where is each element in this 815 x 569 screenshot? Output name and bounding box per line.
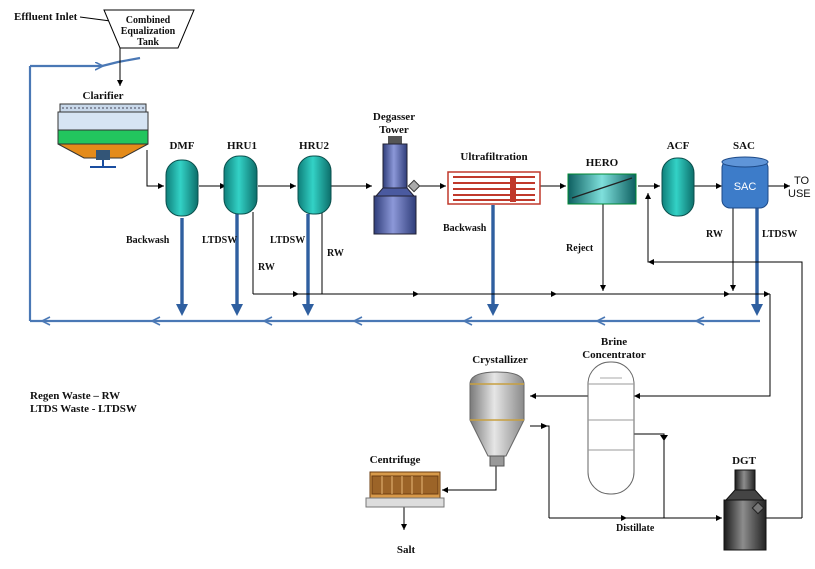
centrifuge — [365, 471, 445, 508]
label-brine-2: Concentrator — [582, 349, 646, 361]
label-salt: Salt — [397, 544, 416, 556]
label-clarifier: Clarifier — [83, 90, 124, 102]
label-hero: HERO — [586, 157, 619, 169]
hru1-vessel — [223, 155, 258, 215]
svg-text:Tank: Tank — [137, 37, 159, 48]
label-ultrafiltration: Ultrafiltration — [460, 151, 527, 163]
label-brine-1: Brine — [601, 336, 627, 348]
label-degasser-1: Degasser — [373, 111, 415, 123]
label-effluent-inlet: Effluent Inlet — [14, 11, 78, 23]
label-rw-hru1: RW — [258, 262, 275, 273]
label-ltdsw-hru1: LTDSW — [202, 235, 237, 246]
brine-concentrator — [587, 361, 635, 495]
label-ltdsw-sac: LTDSW — [762, 229, 797, 240]
legend-ltdsw: LTDS Waste - LTDSW — [30, 403, 137, 415]
label-to: TO — [794, 175, 810, 187]
label-hru2: HRU2 — [299, 140, 329, 152]
dmf-vessel — [165, 159, 199, 217]
clarifier — [57, 103, 149, 168]
label-use: USE — [788, 188, 811, 200]
svg-text:SAC: SAC — [734, 181, 757, 193]
label-dmf: DMF — [169, 140, 194, 152]
label-crystallizer: Crystallizer — [472, 354, 528, 366]
label-rw-hru2: RW — [327, 248, 344, 259]
label-acf: ACF — [667, 140, 690, 152]
svg-text:Combined: Combined — [126, 15, 171, 26]
label-ltdsw-hru2: LTDSW — [270, 235, 305, 246]
equalization-tank: Combined Equalization Tank — [103, 9, 195, 49]
label-reject: Reject — [566, 243, 594, 254]
dgt — [723, 469, 767, 551]
label-rw-sac: RW — [706, 229, 723, 240]
label-backwash-dmf: Backwash — [126, 235, 170, 246]
sac-vessel: SAC — [721, 156, 769, 209]
label-distillate: Distillate — [616, 523, 655, 534]
hero-unit — [567, 173, 637, 205]
degasser-tower — [373, 136, 421, 235]
label-backwash-uf: Backwash — [443, 223, 487, 234]
svg-text:Equalization: Equalization — [121, 26, 176, 37]
process-lines — [79, 16, 803, 530]
crystallizer — [469, 371, 525, 467]
ultrafiltration-unit — [447, 171, 541, 205]
label-hru1: HRU1 — [227, 140, 257, 152]
legend-rw: Regen Waste – RW — [30, 390, 120, 402]
label-sac: SAC — [733, 140, 755, 152]
label-degasser-2: Tower — [379, 124, 409, 136]
label-dgt: DGT — [732, 455, 757, 467]
labels: Effluent Inlet Clarifier DMF HRU1 HRU2 D… — [14, 11, 811, 556]
label-centrifuge: Centrifuge — [370, 454, 421, 466]
hru2-vessel — [297, 155, 332, 215]
acf-vessel — [661, 157, 695, 217]
